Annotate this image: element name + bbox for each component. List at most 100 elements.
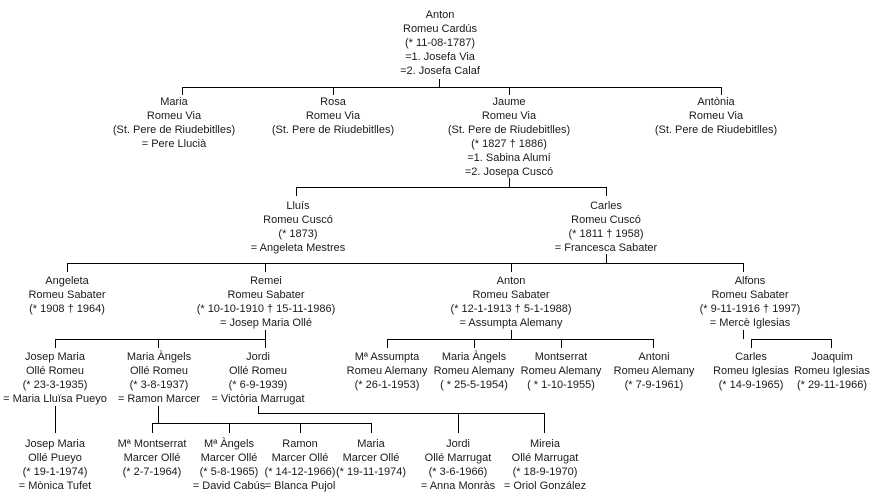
surnames: Romeu Iglesias: [713, 365, 789, 377]
person-maria-marcer-olle: Maria Marcer Ollé (* 19-11-1974): [261, 437, 481, 479]
dates: (* 10-10-1910 † 15-11-1986): [196, 303, 336, 315]
person-montserrat-romeu-alemany: Montserrat Romeu Alemany ( * 1-10-1955): [451, 350, 671, 392]
given-name: Jordi: [446, 438, 470, 450]
given-name: Maria Àngels: [441, 351, 507, 363]
surnames: Romeu Via: [481, 110, 537, 122]
given-name: Carles: [735, 351, 767, 363]
dates: (* 1873): [278, 228, 318, 240]
given-name: Anton: [425, 9, 455, 21]
surnames: Ollé Marrugat: [424, 452, 492, 464]
surnames: Ollé Romeu: [228, 365, 288, 377]
dates: (* 3-8-1937): [129, 379, 189, 391]
surnames: Marcer Ollé: [123, 452, 181, 464]
given-name: Lluís: [286, 200, 310, 212]
given-name: Carles: [590, 200, 622, 212]
person-jordi-olle-romeu: Jordi Ollé Romeu (* 6-9-1939) = Victòria…: [148, 350, 368, 406]
spouse: = Ramon Marcer: [117, 393, 201, 405]
spouse: = Pere Llucià: [141, 138, 207, 150]
person-maria-romeu-via: Maria Romeu Via (St. Pere de Riudebitlle…: [64, 95, 284, 151]
given-name: Angeleta: [45, 275, 89, 287]
given-name: Montserrat: [534, 351, 588, 363]
dates: (* 14-9-1965): [718, 379, 784, 391]
spouse: = Anna Monràs: [420, 480, 496, 492]
spouse: = Josep Maria Ollé: [219, 317, 312, 329]
given-name: Joaquim: [811, 351, 853, 363]
surnames: Romeu Alemany: [346, 365, 428, 377]
dates: (* 1908 † 1964): [29, 303, 105, 315]
surnames: Romeu Sabater: [227, 289, 305, 301]
person-angels-marcer-olle: Mª Àngels Marcer Ollé (* 5-8-1965) = Dav…: [119, 437, 339, 493]
surnames: Marcer Ollé: [271, 452, 329, 464]
spouse: = David Cabús: [192, 480, 266, 492]
dates: (* 19-11-1974): [335, 466, 407, 478]
place: (St. Pere de Riudebitlles): [654, 124, 778, 136]
person-alfons-romeu-sabater: Alfons Romeu Sabater (* 9-11-1916 † 1997…: [640, 274, 860, 330]
person-rosa-romeu-via: Rosa Romeu Via (St. Pere de Riudebitlles…: [223, 95, 443, 137]
surnames: Ollé Romeu: [25, 365, 85, 377]
place: (St. Pere de Riudebitlles): [447, 124, 571, 136]
given-name: Jordi: [246, 351, 270, 363]
given-name: Josep Maria: [25, 351, 85, 363]
spouse: = Mònica Tufet: [18, 480, 92, 492]
dates: (* 9-11-1916 † 1997): [699, 303, 801, 315]
surnames: Marcer Ollé: [200, 452, 258, 464]
surnames: Ollé Pueyo: [28, 452, 82, 464]
spouse: =2. Josepa Cuscó: [464, 166, 554, 178]
given-name: Anton: [496, 275, 526, 287]
dates: (* 3-6-1966): [428, 466, 488, 478]
surnames: Romeu Cuscó: [263, 214, 333, 226]
spouse: = Victòria Marrugat: [211, 393, 305, 405]
surnames: Romeu Via: [146, 110, 202, 122]
spouse: =2. Josefa Calaf: [400, 65, 480, 77]
person-mireia-olle-marrugat: Mireia Ollé Marrugat (* 18-9-1970) = Ori…: [435, 437, 655, 493]
given-name: Maria: [160, 96, 188, 108]
given-name: Maria Àngels: [126, 351, 192, 363]
given-name: Mª Montserrat: [117, 438, 187, 450]
person-remei-romeu-sabater: Remei Romeu Sabater (* 10-10-1910 † 15-1…: [156, 274, 376, 330]
person-jaume-romeu-via: Jaume Romeu Via (St. Pere de Riudebitlle…: [399, 95, 619, 179]
surnames: Romeu Via: [305, 110, 361, 122]
person-antoni-romeu-alemany: Antoni Romeu Alemany (* 7-9-1961): [544, 350, 764, 392]
given-name: Rosa: [320, 96, 346, 108]
spouse: = Maria Lluïsa Pueyo: [3, 393, 107, 405]
person-jordi-olle-marrugat: Jordi Ollé Marrugat (* 3-6-1966) = Anna …: [348, 437, 568, 493]
given-name: Mª Àngels: [204, 438, 254, 450]
spouse: =1. Sabina Alumí: [467, 152, 551, 164]
spouse: = Mercè Iglesias: [709, 317, 791, 329]
given-name: Jaume: [492, 96, 526, 108]
person-ramon-marcer-olle: Ramon Marcer Ollé (* 14-12-1966) = Blanc…: [190, 437, 410, 493]
surnames: Ollé Romeu: [129, 365, 189, 377]
person-josep-maria-olle-pueyo: Josep Maria Ollé Pueyo (* 19-1-1974) = M…: [0, 437, 165, 493]
dates: (* 26-1-1953): [354, 379, 420, 391]
surnames: Romeu Alemany: [613, 365, 695, 377]
given-name: Antònia: [697, 96, 735, 108]
dates: (* 7-9-1961): [624, 379, 684, 391]
given-name: Mireia: [530, 438, 560, 450]
dates: (* 14-12-1966): [264, 466, 336, 478]
given-name: Josep Maria: [25, 438, 85, 450]
surnames: Romeu Alemany: [433, 365, 515, 377]
surnames: Romeu Via: [688, 110, 744, 122]
dates: (* 12-1-1913 † 5-1-1988): [450, 303, 572, 315]
dates: (* 2-7-1964): [122, 466, 182, 478]
surnames: Romeu Sabater: [711, 289, 789, 301]
given-name: Alfons: [734, 275, 766, 287]
place: (St. Pere de Riudebitlles): [112, 124, 236, 136]
dates: (* 18-9-1970): [512, 466, 578, 478]
spouse: = Oriol González: [503, 480, 587, 492]
surnames: Romeu Cardús: [403, 23, 477, 35]
person-maria-angels-olle-romeu: Maria Àngels Ollé Romeu (* 3-8-1937) = R…: [49, 350, 269, 406]
surnames: Romeu Alemany: [520, 365, 602, 377]
spouse: = Francesca Sabater: [554, 242, 658, 254]
person-angeleta-romeu-sabater: Angeleta Romeu Sabater (* 1908 † 1964): [0, 274, 177, 316]
person-montserrat-marcer-olle: Mª Montserrat Marcer Ollé (* 2-7-1964): [42, 437, 262, 479]
given-name: Maria: [357, 438, 385, 450]
dates: (* 19-1-1974): [22, 466, 88, 478]
person-anton-romeu-sabater: Anton Romeu Sabater (* 12-1-1913 † 5-1-1…: [401, 274, 621, 330]
dates: (* 23-3-1935): [22, 379, 88, 391]
surnames: Ollé Marrugat: [511, 452, 579, 464]
surnames: Romeu Sabater: [28, 289, 106, 301]
surnames: Romeu Iglesias: [794, 365, 870, 377]
person-lluis-romeu-cusco: Lluís Romeu Cuscó (* 1873) = Angeleta Me…: [188, 199, 408, 255]
